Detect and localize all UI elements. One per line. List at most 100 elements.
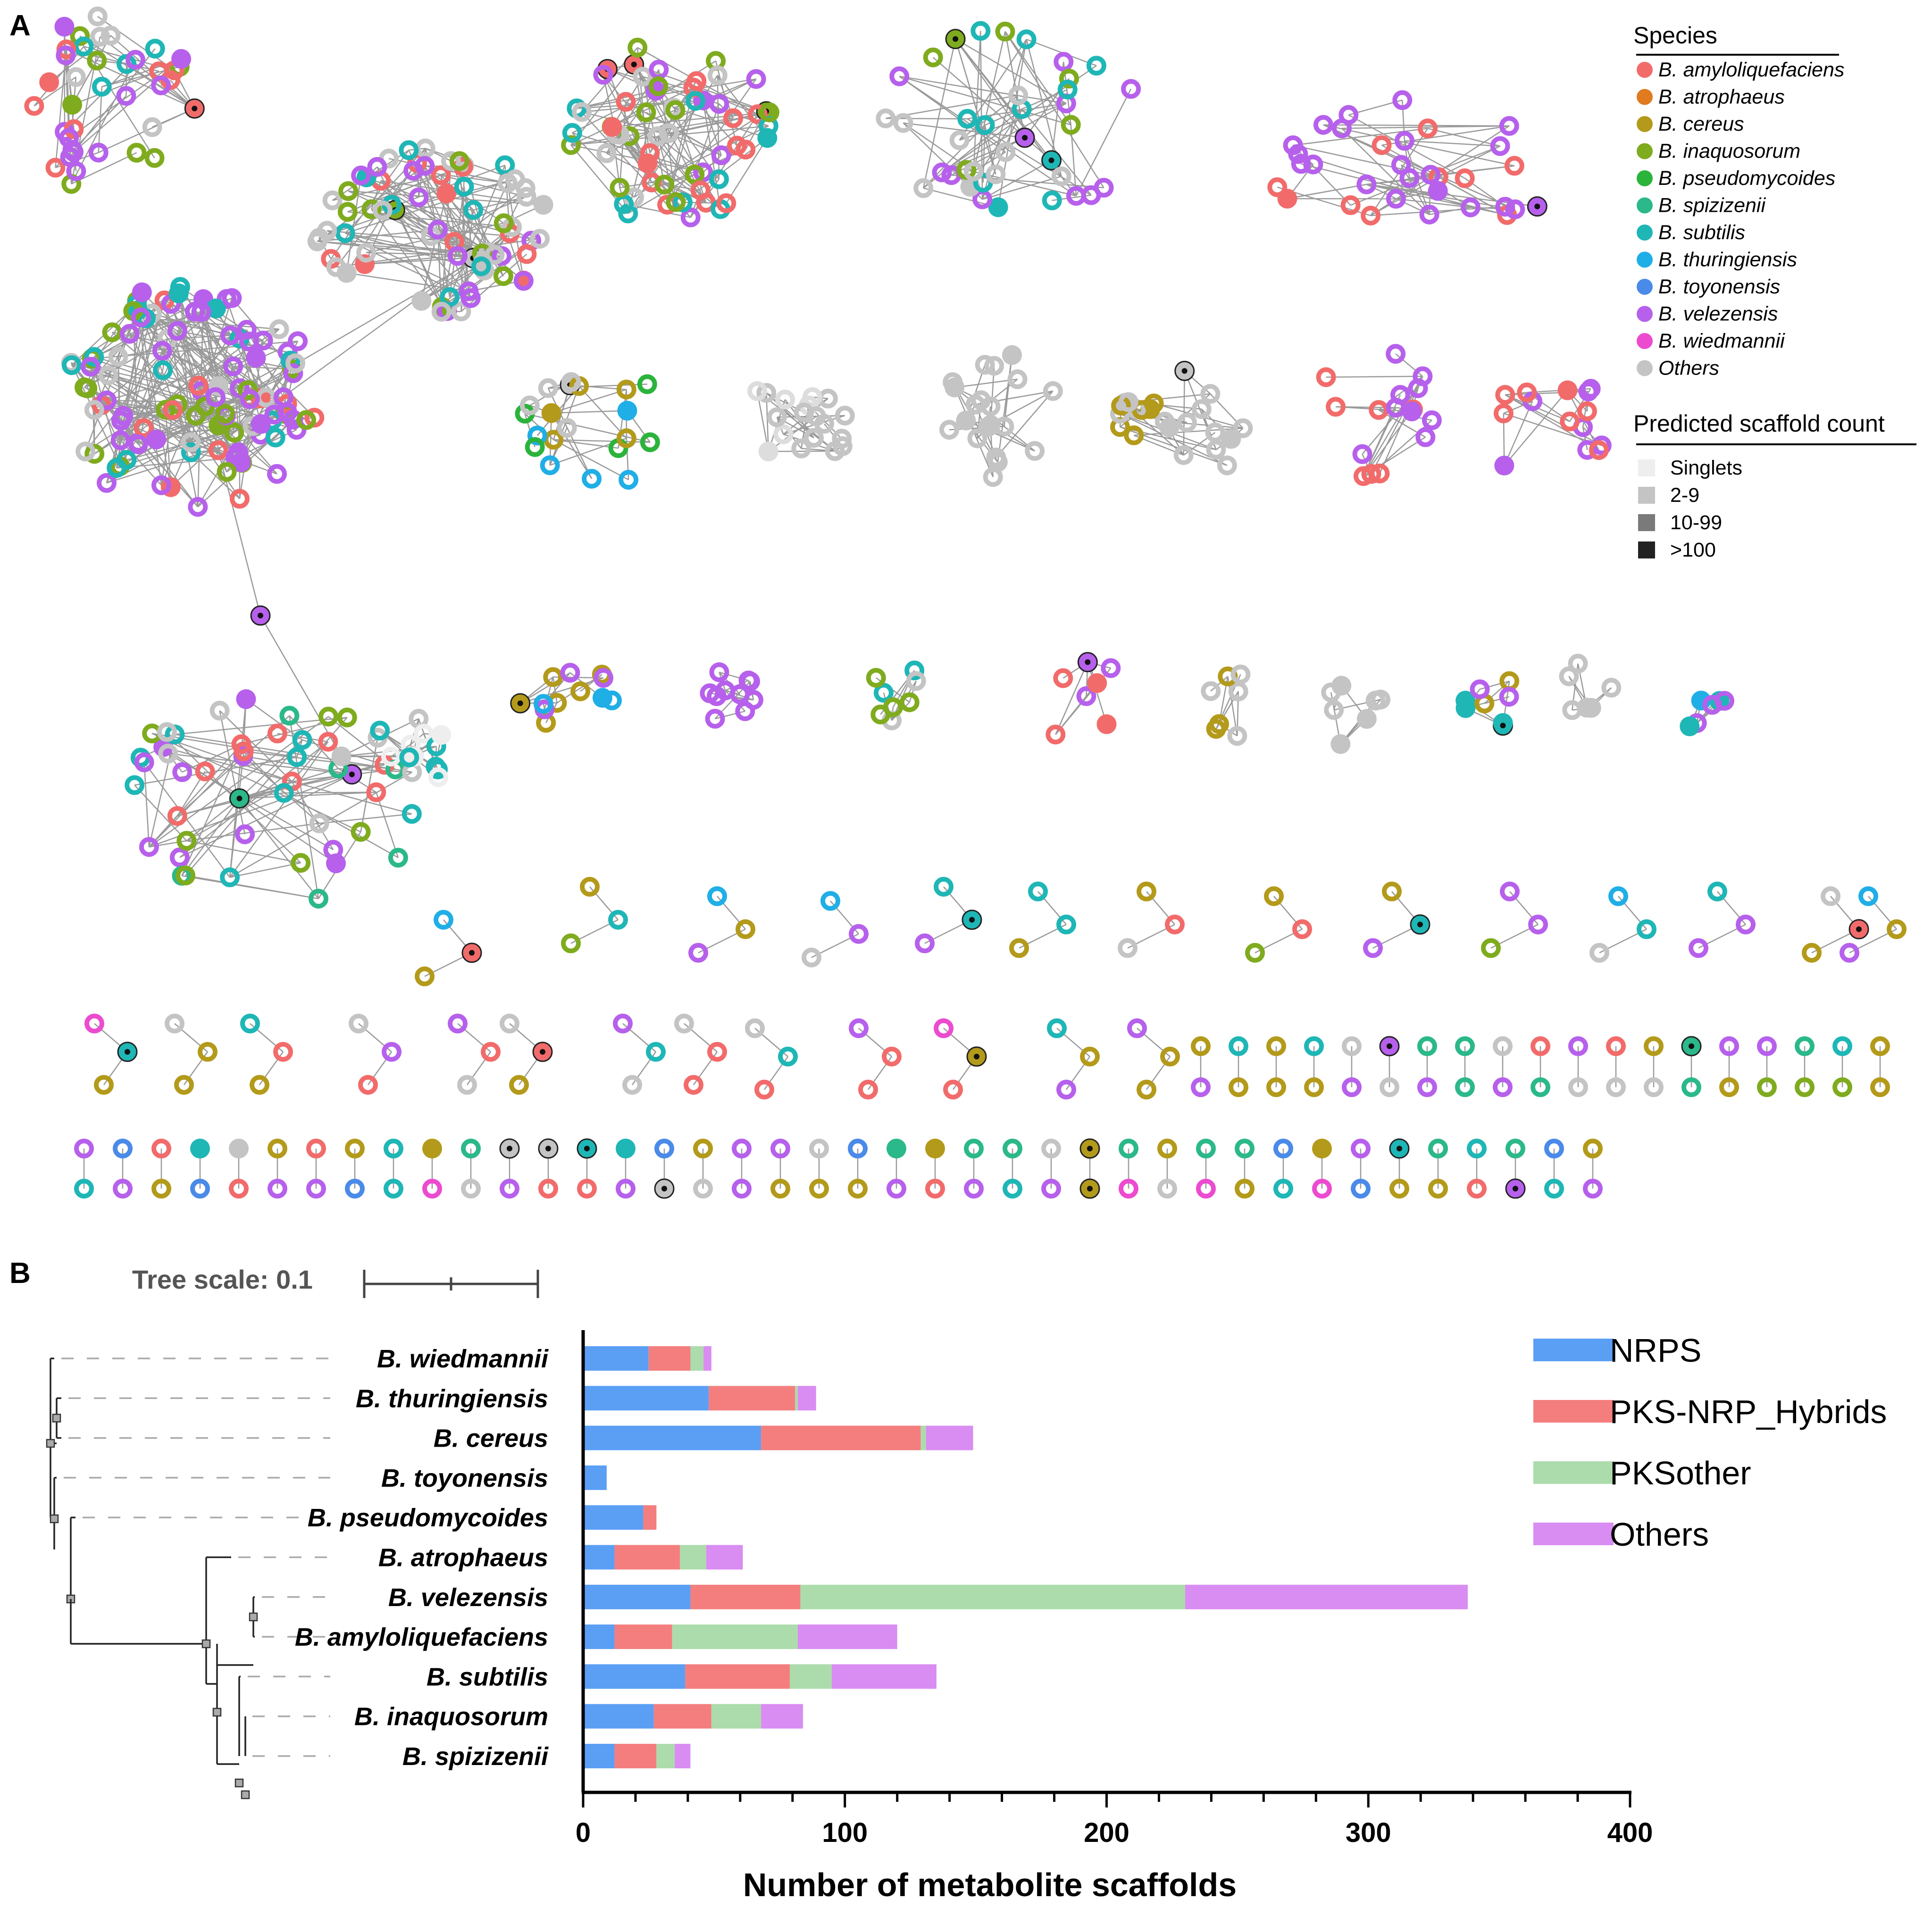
- network-node: [1043, 381, 1063, 401]
- network-node-core: [236, 795, 243, 801]
- network-node: [572, 102, 592, 122]
- network-node: [84, 400, 104, 420]
- network-node: [648, 76, 669, 96]
- network-node: [1460, 197, 1480, 217]
- network-node: [690, 180, 711, 200]
- bar-segment: [583, 1386, 709, 1411]
- network-node: [1353, 466, 1373, 486]
- network-node: [370, 720, 390, 741]
- network-node-core: [584, 1146, 590, 1151]
- network-node: [1428, 1139, 1448, 1158]
- network-node: [1229, 1036, 1248, 1056]
- network-node: [1568, 653, 1588, 674]
- network-node: [1076, 686, 1096, 706]
- network-node: [1053, 668, 1073, 688]
- network-node-core: [1500, 723, 1506, 729]
- network-node: [206, 299, 226, 319]
- network-node: [1644, 1077, 1664, 1097]
- species-label: B. atrophaeus: [378, 1544, 548, 1572]
- network-node: [1264, 886, 1284, 906]
- network-edge: [1120, 426, 1216, 450]
- network-node: [1606, 1036, 1626, 1056]
- network-node: [858, 1080, 878, 1099]
- network-node: [1363, 938, 1383, 958]
- network-node: [1086, 56, 1106, 76]
- network-node: [75, 441, 96, 462]
- network-node: [1736, 915, 1756, 934]
- network-node: [427, 219, 448, 240]
- network-node: [1200, 383, 1221, 404]
- network-node: [24, 96, 44, 116]
- network-node: [778, 1047, 798, 1066]
- network-edge: [317, 241, 473, 259]
- network-edge: [66, 49, 72, 184]
- bar-segment: [761, 1704, 803, 1729]
- network-node: [747, 381, 768, 401]
- network-node: [887, 1139, 906, 1158]
- bar-segment: [583, 1704, 654, 1729]
- network-node: [434, 910, 453, 930]
- network-node: [747, 104, 768, 125]
- network-node: [231, 452, 251, 473]
- species-legend-label: B. velezensis: [1658, 303, 1778, 325]
- network-node: [1235, 1179, 1255, 1199]
- network-node: [949, 130, 970, 150]
- network-edge: [116, 317, 142, 468]
- network-node: [686, 91, 706, 111]
- network-edge: [380, 180, 432, 237]
- network-node: [913, 178, 934, 198]
- network-edge: [551, 410, 627, 414]
- network-node: [685, 164, 705, 184]
- network-edge: [246, 329, 284, 398]
- network-node: [716, 193, 736, 213]
- network-node: [399, 747, 419, 767]
- network-edge: [1326, 375, 1423, 378]
- x-tick-label: 300: [1346, 1817, 1391, 1848]
- network-node: [582, 468, 602, 489]
- stacked-bars: [583, 1346, 1468, 1768]
- network-node: [1389, 1179, 1409, 1199]
- network-node: [1165, 915, 1185, 934]
- network-node: [409, 187, 429, 208]
- network-node: [229, 378, 250, 398]
- network-edge: [391, 744, 411, 758]
- network-edge: [951, 137, 1025, 176]
- network-node-core: [125, 1049, 130, 1055]
- count-legend-label: Singlets: [1670, 457, 1742, 479]
- network-node: [988, 197, 1008, 217]
- network-node: [1235, 1139, 1255, 1158]
- network-node: [240, 1014, 260, 1033]
- bar-segment: [583, 1584, 691, 1609]
- network-node: [560, 663, 580, 683]
- species-legend-label: B. wiedmannii: [1658, 330, 1785, 352]
- network-node: [1702, 695, 1723, 715]
- network-edge: [136, 304, 261, 425]
- bar-segment: [583, 1545, 615, 1570]
- network-node: [1331, 118, 1352, 139]
- network-node: [1583, 1179, 1603, 1199]
- network-node: [882, 1047, 902, 1066]
- network-node: [463, 200, 484, 220]
- network-edge: [72, 71, 159, 106]
- network-node-core: [1181, 368, 1188, 374]
- network-node: [1356, 174, 1377, 194]
- network-node: [1544, 1139, 1564, 1158]
- network-node: [156, 400, 176, 420]
- network-node-core: [974, 1054, 979, 1059]
- network-node: [640, 432, 660, 452]
- count-swatch: [1638, 541, 1655, 558]
- network-edge: [441, 175, 527, 198]
- network-edge: [1341, 128, 1430, 215]
- network-node: [1245, 943, 1265, 963]
- network-node: [345, 1179, 365, 1199]
- network-node: [335, 223, 355, 243]
- network-edge: [97, 60, 127, 65]
- network-node: [125, 50, 146, 70]
- network-edge: [1227, 676, 1238, 736]
- network-node: [461, 1139, 481, 1158]
- network-node: [283, 363, 303, 383]
- network-node: [1157, 1139, 1177, 1158]
- tree-node: [50, 1514, 59, 1524]
- network-edge: [55, 55, 67, 168]
